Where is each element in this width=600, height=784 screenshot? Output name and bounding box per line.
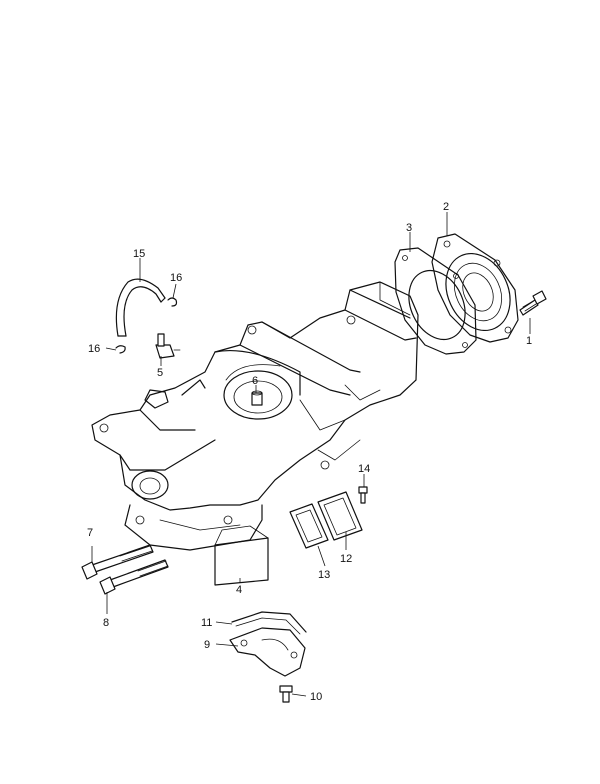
part-6-pin — [251, 390, 263, 406]
callout-1: 1 — [526, 335, 532, 347]
callout-9: 9 — [204, 639, 210, 651]
part-13-gasket — [289, 503, 329, 549]
part-14-screw — [358, 486, 368, 504]
callout-3: 3 — [406, 222, 412, 234]
callout-7: 7 — [87, 527, 93, 539]
part-12-plate — [317, 491, 363, 541]
callout-5: 5 — [157, 367, 163, 379]
callout-15: 15 — [133, 248, 145, 260]
callout-2: 2 — [443, 201, 449, 213]
part-9-bracket — [229, 627, 306, 677]
part-15-hose — [115, 278, 166, 337]
part-16-clip-lower — [115, 345, 126, 354]
callout-10: 10 — [310, 691, 322, 703]
part-7-bolt — [81, 544, 154, 580]
part-5-fitting — [155, 333, 181, 359]
part-4-gasket — [214, 525, 269, 586]
callout-14: 14 — [358, 463, 370, 475]
callout-labels: 1 2 3 4 5 6 7 8 9 10 11 12 13 14 15 16 1… — [87, 201, 532, 703]
part-3-gasket — [394, 247, 477, 355]
callout-8: 8 — [103, 617, 109, 629]
part-8-bolt — [99, 559, 169, 595]
callout-6: 6 — [252, 375, 258, 387]
callout-12: 12 — [340, 553, 352, 565]
callout-4: 4 — [236, 584, 242, 596]
callout-16-lower: 16 — [88, 343, 100, 355]
callout-16-upper: 16 — [170, 272, 182, 284]
leader-lines — [91, 212, 531, 697]
callout-11: 11 — [201, 617, 212, 629]
part-2-cover — [431, 233, 519, 343]
main-housing — [91, 281, 419, 551]
part-1-bolt — [519, 290, 547, 316]
part-16-clip-upper — [167, 297, 178, 307]
callout-13: 13 — [318, 569, 330, 581]
part-10-screw — [279, 685, 293, 703]
part-11-gasket — [231, 611, 307, 635]
